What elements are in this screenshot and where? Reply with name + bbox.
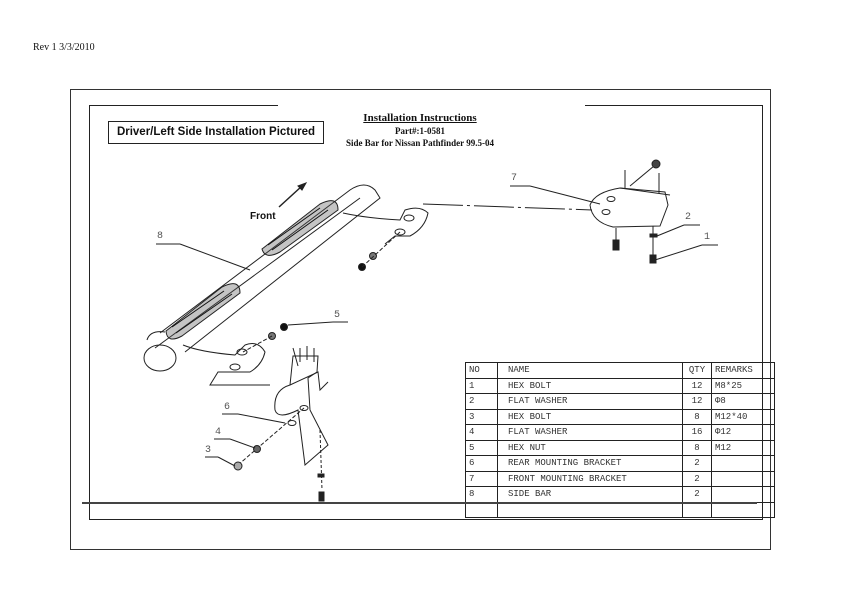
row-qty: 12	[682, 377, 712, 394]
callout-leader-4	[214, 438, 256, 449]
callout-8: 8	[157, 231, 164, 242]
row-no	[465, 501, 498, 518]
row-remarks: M12*40	[711, 408, 775, 425]
table-row: 1 HEX BOLT 12 M8*25	[465, 377, 775, 394]
row-qty	[682, 501, 712, 518]
callout-6: 6	[224, 402, 231, 413]
instructions-header: Installation Instructions Part#:1-0581 S…	[320, 112, 520, 148]
row-name: SIDE BAR	[497, 486, 683, 503]
pictured-side-label: Driver/Left Side Installation Pictured	[108, 121, 324, 144]
row-name: REAR MOUNTING BRACKET	[497, 455, 683, 472]
row-remarks: M8*25	[711, 377, 775, 394]
table-row: 7 FRONT MOUNTING BRACKET 2	[465, 470, 775, 487]
row-name	[497, 501, 683, 518]
table-row: 2 FLAT WASHER 12 Φ8	[465, 393, 775, 410]
side-bar-part	[143, 184, 429, 386]
header-no: NO	[465, 362, 498, 379]
row-name: FLAT WASHER	[497, 393, 683, 410]
table-row: 6 REAR MOUNTING BRACKET 2	[465, 455, 775, 472]
horizontal-rule	[82, 502, 757, 504]
revision-label: Rev 1 3/3/2010	[33, 42, 95, 53]
row-remarks	[711, 486, 775, 503]
callout-5: 5	[334, 310, 341, 321]
row-qty: 12	[682, 393, 712, 410]
row-name: FLAT WASHER	[497, 424, 683, 441]
callout-1: 1	[704, 232, 711, 243]
outer-frame	[70, 89, 771, 550]
frame-top-line-right	[585, 105, 762, 106]
row-name: HEX BOLT	[497, 377, 683, 394]
callout-leader-5	[287, 321, 348, 326]
header-remarks: REMARKS	[711, 362, 775, 379]
header-name: NAME	[497, 362, 683, 379]
front-direction-arrow-icon	[278, 182, 308, 208]
inner-frame	[89, 105, 763, 520]
callout-3: 3	[205, 445, 212, 456]
row-no: 2	[465, 393, 498, 410]
callout-leader-3	[205, 456, 236, 467]
row-qty: 2	[682, 486, 712, 503]
instructions-title: Installation Instructions	[363, 112, 477, 124]
table-row: 8 SIDE BAR 2	[465, 486, 775, 503]
row-no: 8	[465, 486, 498, 503]
frame-top-line-left	[89, 105, 278, 106]
row-no: 4	[465, 424, 498, 441]
row-name: HEX NUT	[497, 439, 683, 456]
table-row: 4 FLAT WASHER 16 Φ12	[465, 424, 775, 441]
callout-leader-7	[510, 185, 601, 205]
row-remarks	[711, 455, 775, 472]
row-qty: 16	[682, 424, 712, 441]
callout-leader-2	[656, 224, 700, 237]
callout-7: 7	[511, 173, 518, 184]
row-no: 5	[465, 439, 498, 456]
row-remarks: Φ8	[711, 393, 775, 410]
row-remarks: Φ12	[711, 424, 775, 441]
row-qty: 2	[682, 455, 712, 472]
row-name: HEX BOLT	[497, 408, 683, 425]
product-subtitle: Side Bar for Nissan Pathfinder 99.5-04	[345, 138, 494, 148]
callout-2: 2	[685, 212, 692, 223]
row-qty: 8	[682, 439, 712, 456]
row-no: 1	[465, 377, 498, 394]
row-name: FRONT MOUNTING BRACKET	[497, 470, 683, 487]
callout-leader-1	[654, 244, 718, 261]
parts-table: NO NAME QTY REMARKS 1 HEX BOLT 12 M8*25 …	[465, 362, 775, 518]
front-direction-label: Front	[250, 211, 276, 222]
row-no: 3	[465, 408, 498, 425]
front-mounting-bracket-part	[589, 159, 671, 264]
callout-leader-8	[156, 243, 251, 271]
callout-4: 4	[215, 427, 222, 438]
part-number: Part#:1-0581	[395, 126, 445, 136]
table-row: 5 HEX NUT 8 M12	[465, 439, 775, 456]
row-qty: 8	[682, 408, 712, 425]
table-row: 3 HEX BOLT 8 M12*40	[465, 408, 775, 425]
table-row-empty	[465, 501, 775, 518]
row-qty: 2	[682, 470, 712, 487]
rear-mounting-bracket-part	[274, 346, 329, 502]
row-remarks	[711, 470, 775, 487]
row-remarks	[711, 501, 775, 518]
header-qty: QTY	[682, 362, 712, 379]
row-no: 6	[465, 455, 498, 472]
parts-table-header: NO NAME QTY REMARKS	[465, 362, 775, 379]
callout-leader-6	[222, 413, 286, 424]
row-remarks: M12	[711, 439, 775, 456]
row-no: 7	[465, 470, 498, 487]
